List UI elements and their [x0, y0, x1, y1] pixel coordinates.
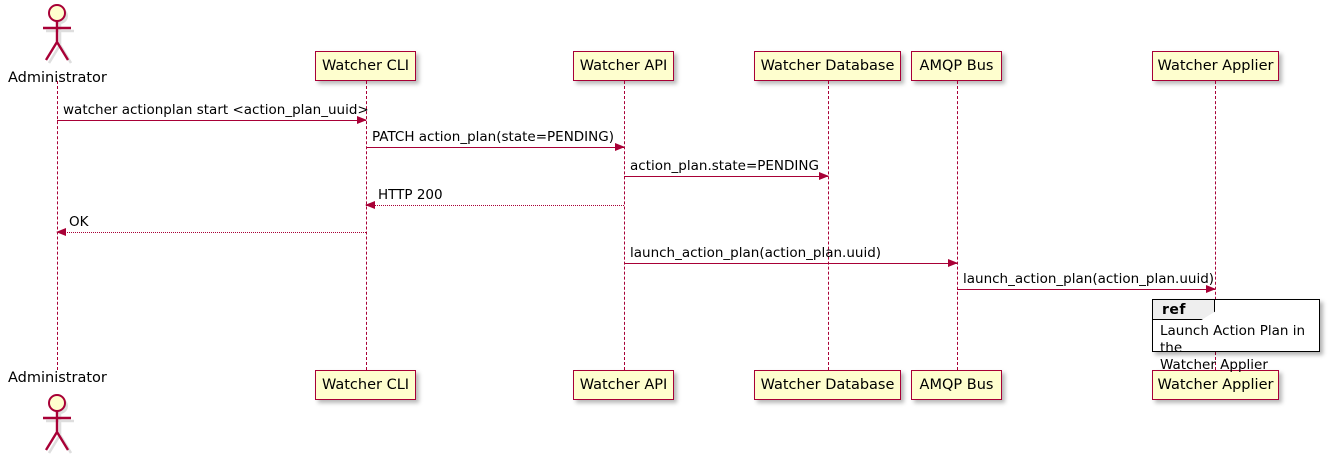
actor-icon	[43, 4, 74, 64]
arrowhead-icon	[819, 171, 829, 180]
message-label: watcher actionplan start <action_plan_uu…	[63, 101, 369, 118]
message-line	[624, 263, 957, 264]
message-line	[366, 205, 624, 206]
arrowhead-icon	[615, 142, 625, 151]
message-label: launch_action_plan(action_plan.uuid)	[963, 270, 1215, 287]
participant-box-watcher-applier-bottom[interactable]: Watcher Applier	[1152, 370, 1279, 400]
participant-box-watcher-cli-bottom[interactable]: Watcher CLI	[315, 370, 416, 400]
arrowhead-icon	[365, 200, 375, 209]
message-line	[57, 232, 366, 233]
participant-box-watcher-api-bottom[interactable]: Watcher API	[573, 370, 674, 400]
actor-administrator-top-figure	[35, 2, 79, 68]
message-label: launch_action_plan(action_plan.uuid)	[630, 244, 882, 261]
message-label: action_plan.state=PENDING	[630, 157, 819, 174]
lifeline-amqp-bus	[957, 81, 958, 370]
fragment-body-line: Launch Action Plan in the	[1160, 323, 1306, 356]
message-line	[366, 147, 624, 148]
message-label: PATCH action_plan(state=PENDING)	[372, 128, 614, 145]
message-label: OK	[69, 213, 89, 230]
arrowhead-icon	[1206, 284, 1216, 293]
arrowhead-icon	[357, 115, 367, 124]
participant-box-watcher-cli-top[interactable]: Watcher CLI	[315, 51, 416, 81]
fragment-keyword-tab: ref	[1153, 300, 1215, 320]
participant-label-administrator-bottom: Administrator	[8, 370, 107, 386]
participant-box-watcher-database-bottom[interactable]: Watcher Database	[754, 370, 901, 400]
lifeline-administrator	[57, 81, 58, 370]
lifeline-watcher-database	[828, 81, 829, 370]
actor-administrator-bottom-figure	[35, 392, 79, 458]
participant-box-watcher-database-top[interactable]: Watcher Database	[754, 51, 901, 81]
lifeline-watcher-cli	[366, 81, 367, 370]
fragment-body-line: Watcher Applier	[1160, 357, 1268, 373]
participant-box-amqp-bus-top[interactable]: AMQP Bus	[911, 51, 1002, 81]
lifeline-watcher-api	[624, 81, 625, 370]
participant-box-watcher-applier-top[interactable]: Watcher Applier	[1152, 51, 1279, 81]
participant-box-amqp-bus-bottom[interactable]: AMQP Bus	[911, 370, 1002, 400]
arrowhead-icon	[948, 258, 958, 267]
participant-box-watcher-api-top[interactable]: Watcher API	[573, 51, 674, 81]
message-line	[57, 120, 366, 121]
lifeline-watcher-applier	[1215, 81, 1216, 370]
arrowhead-icon	[56, 227, 66, 236]
message-line	[624, 176, 828, 177]
actor-icon	[43, 394, 74, 454]
message-line	[957, 289, 1215, 290]
message-label: HTTP 200	[378, 186, 443, 203]
participant-label-administrator-top: Administrator	[8, 70, 107, 86]
